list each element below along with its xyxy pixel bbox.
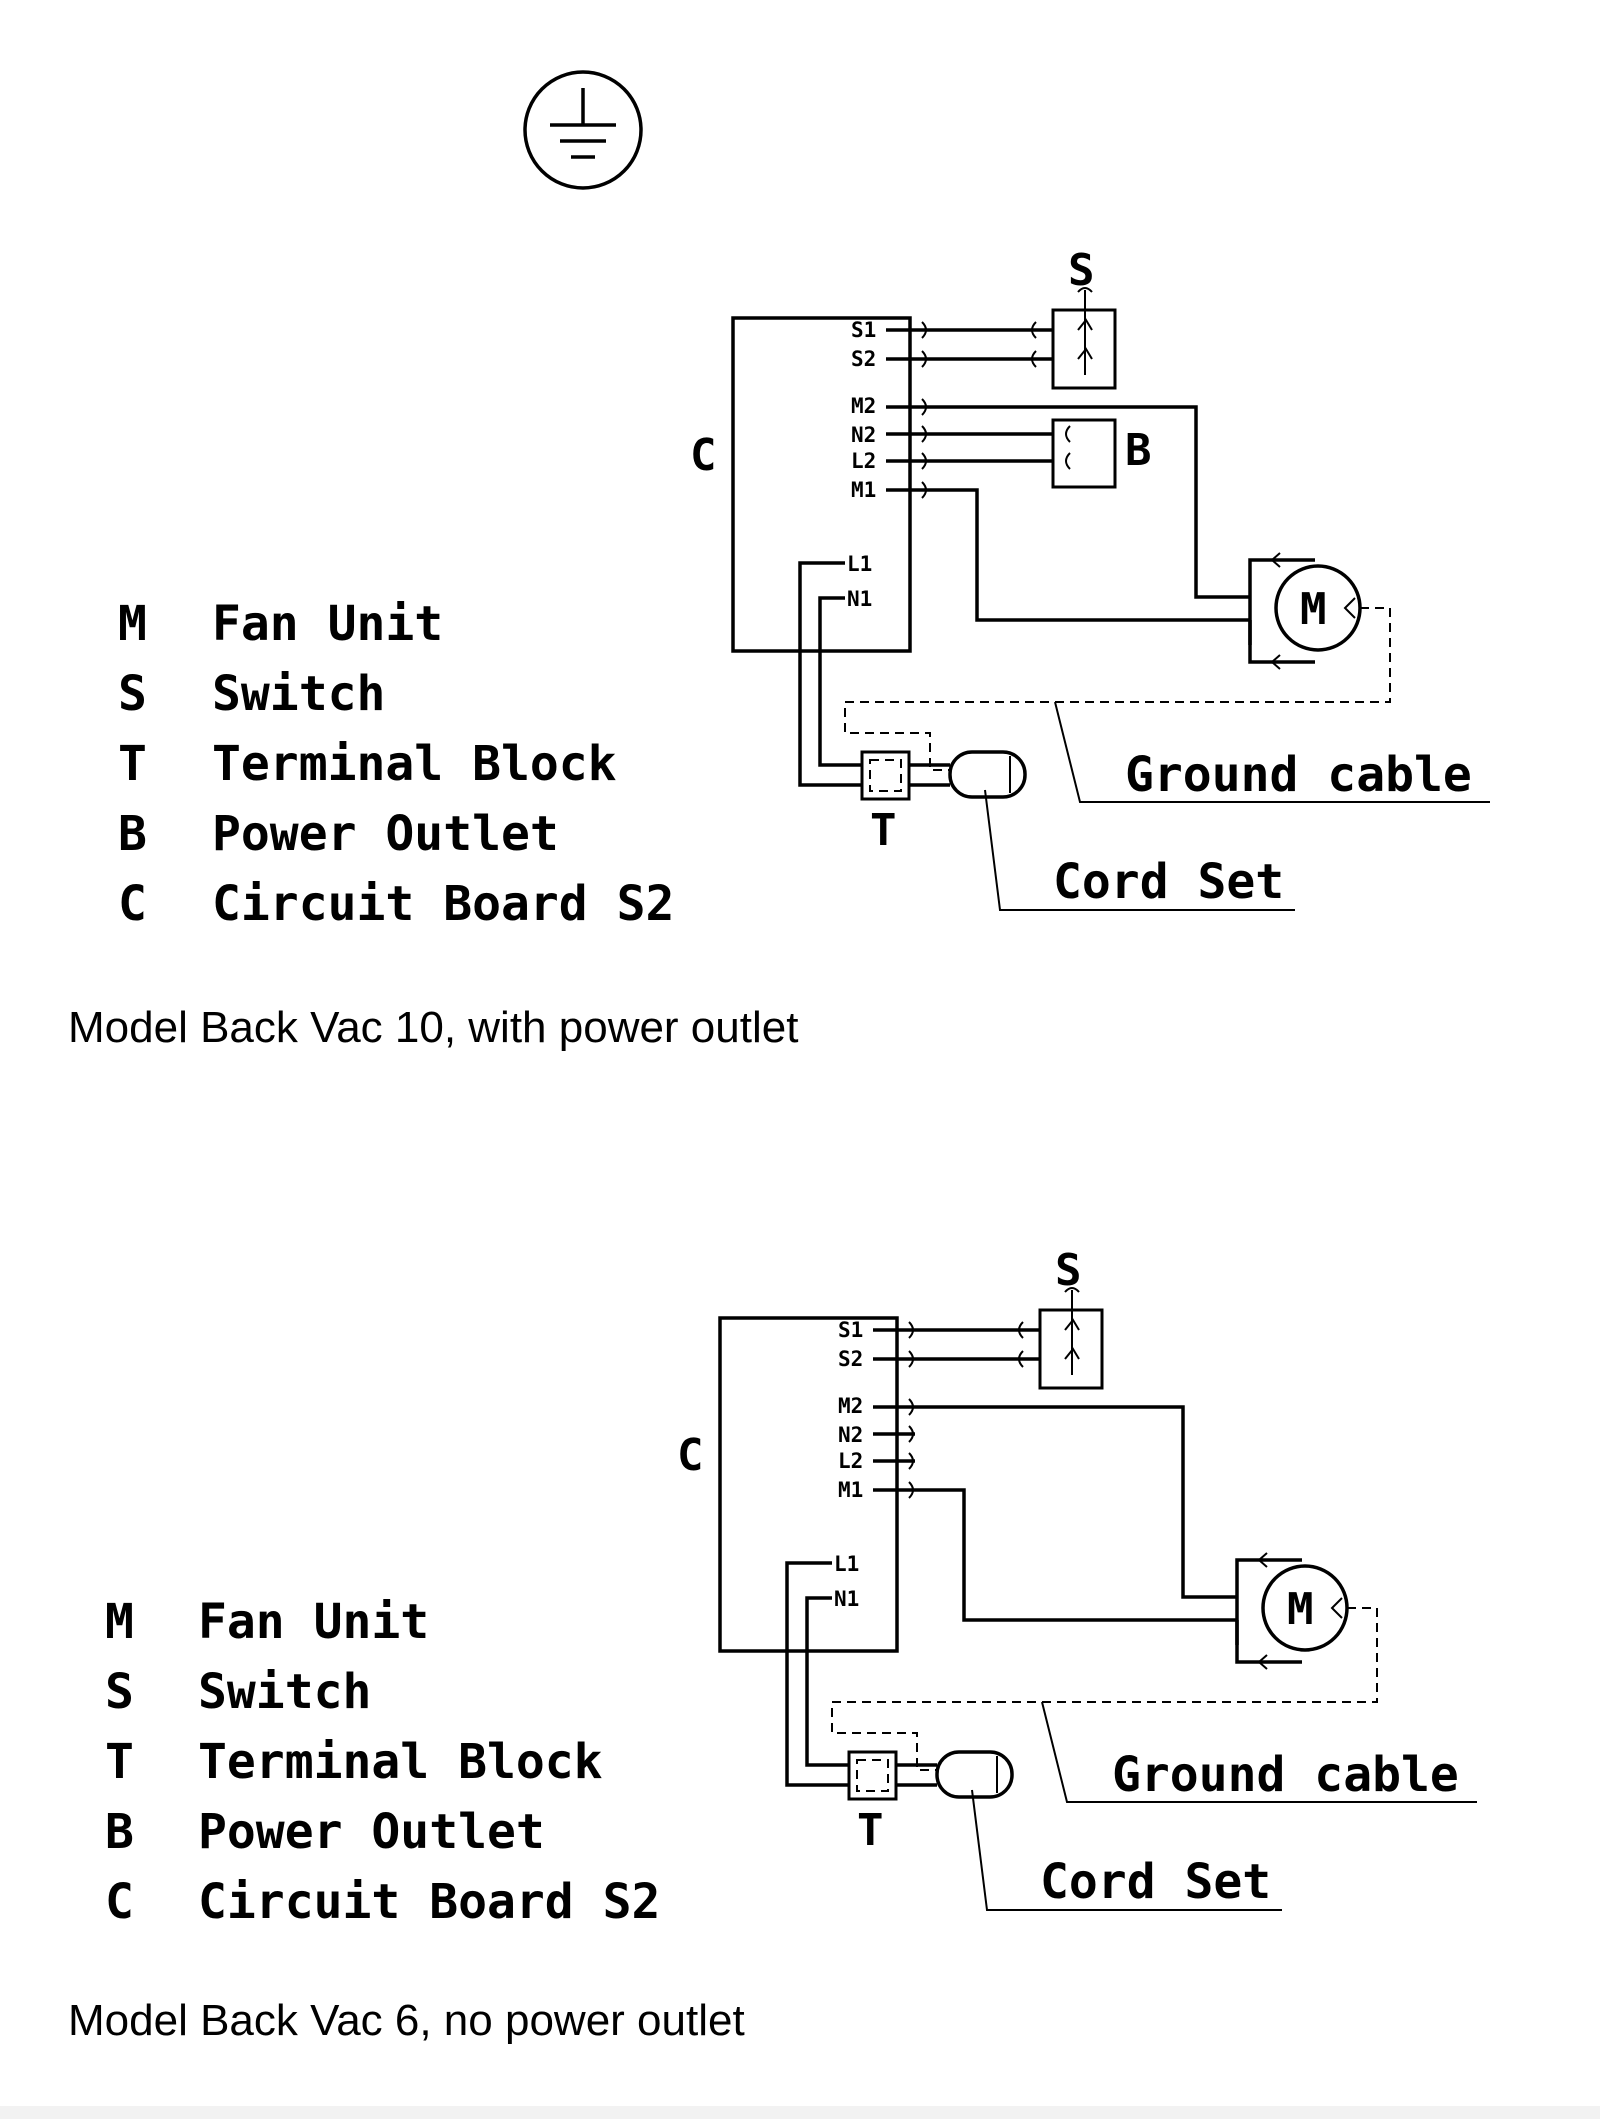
- legend: M Fan Unit S Switch T Terminal Block B P…: [118, 596, 674, 932]
- power-outlet: [1051, 418, 1117, 489]
- cord-callout-line: [984, 789, 1295, 911]
- legend-label: Terminal Block: [212, 736, 617, 792]
- legend: M Fan Unit S Switch T Terminal Block B P…: [105, 1594, 660, 1930]
- legend-key: C: [118, 876, 147, 932]
- cord-set: [935, 1750, 1014, 1799]
- legend-key: B: [105, 1804, 134, 1860]
- legend-key: S: [118, 666, 147, 722]
- cord-set: [948, 750, 1027, 799]
- wire-l1: [798, 561, 862, 787]
- cord-set-callout: Cord Set: [1040, 1854, 1271, 1910]
- terminal-label: N1: [834, 1587, 859, 1611]
- ground-callout-line: [1041, 1701, 1477, 1803]
- diagram-backvac6: M Fan Unit S Switch T Terminal Block B P…: [68, 1245, 1477, 2045]
- legend-key: S: [105, 1664, 134, 1720]
- terminal-block-label: T: [857, 1805, 884, 1856]
- diagram-caption: Model Back Vac 10, with power outlet: [68, 1003, 798, 1052]
- terminal-label: S1: [838, 1318, 863, 1342]
- diagram-caption: Model Back Vac 6, no power outlet: [68, 1996, 745, 2045]
- legend-label: Fan Unit: [198, 1594, 429, 1650]
- protective-earth-icon: [523, 70, 643, 190]
- terminal-label: M2: [838, 1394, 863, 1418]
- legend-key: T: [105, 1734, 134, 1790]
- terminal-label: M2: [851, 394, 876, 418]
- legend-label: Terminal Block: [198, 1734, 603, 1790]
- legend-key: B: [118, 806, 147, 862]
- switch-label: S: [1055, 1245, 1082, 1296]
- legend-label: Fan Unit: [212, 596, 443, 652]
- motor-label: M: [1300, 584, 1327, 635]
- ground-cable-callout: Ground cable: [1125, 747, 1472, 803]
- switch-wires: [873, 1321, 1040, 1368]
- terminal-label: L1: [834, 1552, 859, 1576]
- board-label: C: [677, 1430, 704, 1481]
- legend-key: M: [118, 596, 147, 652]
- terminal-label: S2: [851, 347, 876, 371]
- wire-m2: [886, 405, 1250, 599]
- board-label: C: [690, 430, 717, 481]
- wire-l1: [785, 1561, 849, 1787]
- legend-key: C: [105, 1874, 134, 1930]
- switch-wires: [886, 321, 1053, 368]
- terminal-label: N1: [847, 587, 872, 611]
- terminal-label: L2: [851, 449, 876, 473]
- fan-motor: M: [1248, 552, 1362, 670]
- terminal-label: N2: [838, 1423, 863, 1447]
- motor-label: M: [1287, 1584, 1314, 1635]
- legend-label: Circuit Board S2: [212, 876, 674, 932]
- terminal-label: M1: [838, 1478, 863, 1502]
- terminal-label: L1: [847, 552, 872, 576]
- wire-m2: [873, 1405, 1237, 1599]
- terminal-label: L2: [838, 1449, 863, 1473]
- cord-set-callout: Cord Set: [1053, 854, 1284, 910]
- terminal-label: S2: [838, 1347, 863, 1371]
- wire-n1: [805, 1596, 849, 1767]
- bottom-edge: [0, 2106, 1600, 2119]
- terminal-label: M1: [851, 478, 876, 502]
- switch-label: S: [1068, 245, 1095, 296]
- terminal-block-label: T: [870, 805, 897, 856]
- terminal-label: N2: [851, 423, 876, 447]
- wire-m1: [886, 488, 1250, 622]
- legend-label: Switch: [212, 666, 385, 722]
- fan-motor: M: [1235, 1552, 1349, 1670]
- legend-label: Switch: [198, 1664, 371, 1720]
- ground-callout-line: [1054, 701, 1490, 803]
- legend-label: Circuit Board S2: [198, 1874, 660, 1930]
- legend-label: Power Outlet: [212, 806, 559, 862]
- wire-m1: [873, 1488, 1237, 1622]
- legend-label: Power Outlet: [198, 1804, 545, 1860]
- legend-key: T: [118, 736, 147, 792]
- cord-callout-line: [971, 1789, 1282, 1911]
- diagram-backvac10: M Fan Unit S Switch T Terminal Block B P…: [68, 245, 1490, 1052]
- outlet-label: B: [1125, 425, 1152, 476]
- legend-key: M: [105, 1594, 134, 1650]
- terminal-label: S1: [851, 318, 876, 342]
- wire-n1: [818, 596, 862, 767]
- ground-cable-callout: Ground cable: [1112, 1747, 1459, 1803]
